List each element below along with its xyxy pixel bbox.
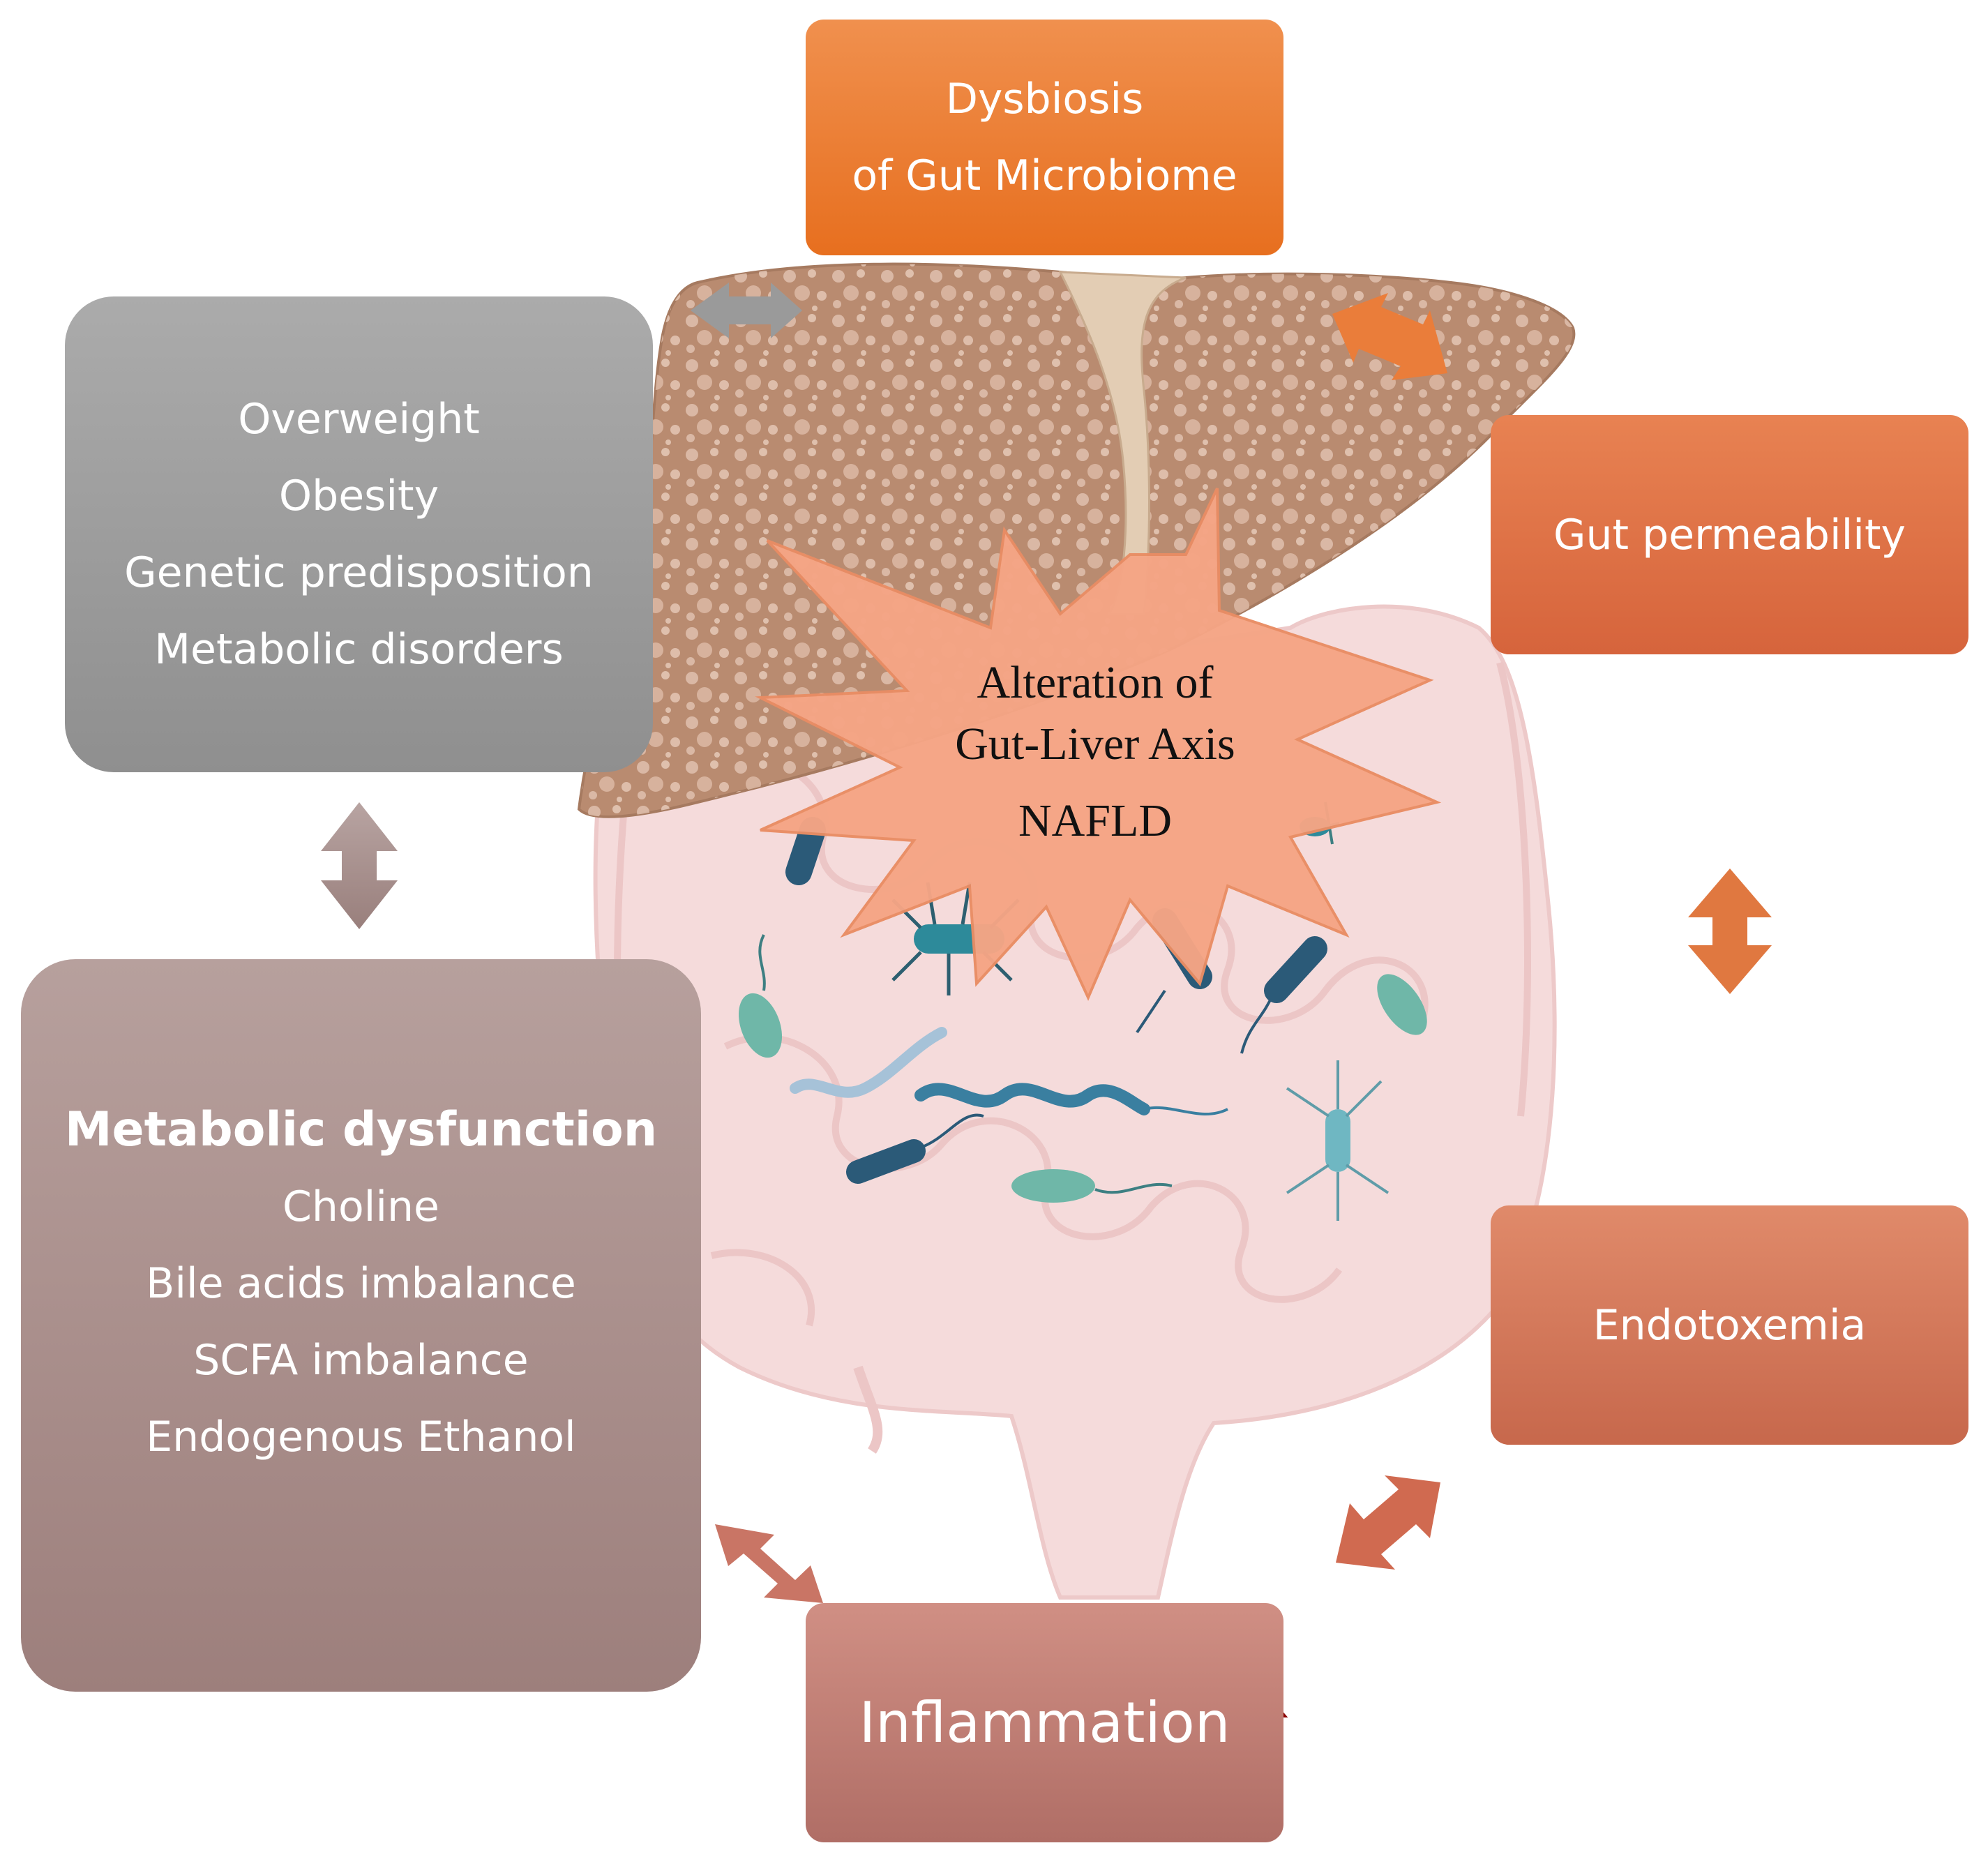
- metabolic-item: SCFA imbalance: [193, 1336, 529, 1385]
- dysbiosis-box: Dysbiosis of Gut Microbiome: [806, 20, 1283, 255]
- metabolic-dysfunction-title: Metabolic dysfunction: [64, 1102, 658, 1157]
- dysbiosis-line-2: of Gut Microbiome: [852, 151, 1237, 200]
- risk-factor-item: Genetic predisposition: [124, 548, 594, 597]
- endotoxemia-box: Endotoxemia: [1491, 1205, 1968, 1445]
- gut-permeability-label: Gut permeability: [1553, 510, 1906, 559]
- metabolic-item: Bile acids imbalance: [146, 1259, 576, 1308]
- inflammation-label: Inflammation: [859, 1690, 1230, 1755]
- starburst-shape: [755, 488, 1442, 1001]
- double-arrow-icon: [321, 283, 1772, 1603]
- risk-factors-box: Overweight Obesity Genetic predispositio…: [65, 296, 653, 772]
- liver-illustration: [577, 262, 1576, 818]
- risk-factor-item: Metabolic disorders: [154, 625, 564, 674]
- central-line-1: Alteration of: [977, 657, 1214, 708]
- central-line-3: NAFLD: [1018, 795, 1172, 846]
- endotoxemia-label: Endotoxemia: [1592, 1300, 1867, 1350]
- inflammation-box: Inflammation: [806, 1603, 1283, 1842]
- central-axis-label: Alteration of Gut-Liver Axis NAFLD: [893, 652, 1297, 852]
- central-line-2: Gut-Liver Axis: [955, 719, 1235, 769]
- metabolic-item: Choline: [283, 1182, 439, 1231]
- risk-factor-item: Overweight: [238, 395, 480, 444]
- risk-factor-item: Obesity: [278, 472, 439, 520]
- metabolic-dysfunction-box: Metabolic dysfunction Choline Bile acids…: [21, 959, 701, 1692]
- metabolic-item: Endogenous Ethanol: [146, 1413, 576, 1461]
- dysbiosis-line-1: Dysbiosis: [945, 75, 1144, 123]
- gut-permeability-box: Gut permeability: [1491, 415, 1968, 654]
